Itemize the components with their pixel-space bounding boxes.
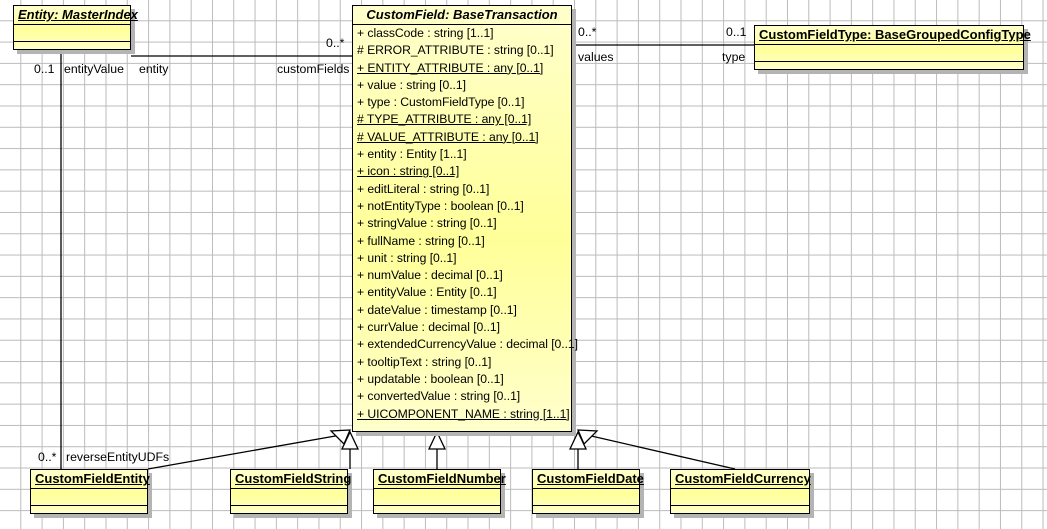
class-attributes-custom-field-string <box>231 489 347 506</box>
generalization-arrow-entity <box>329 429 352 446</box>
attribute-row: + icon : string [0..1] <box>357 164 460 179</box>
class-custom-field-currency[interactable]: CustomFieldCurrency <box>670 469 811 514</box>
generalization-line-currency <box>586 434 736 470</box>
generalization-arrow-string <box>340 430 360 450</box>
label-values-role: values <box>578 50 614 64</box>
attribute-row: + value : string [0..1] <box>357 77 466 92</box>
class-attributes-custom-field-entity <box>31 489 147 506</box>
label-entity-role: entity <box>139 62 169 76</box>
attribute-row: + ENTITY_ATTRIBUTE : any [0..1] <box>357 60 544 75</box>
attribute-row: + entity : Entity [1..1] <box>357 147 467 162</box>
label-custom-fields-role: customFields <box>277 62 350 76</box>
label-custom-fields-multiplicity: 0..* <box>326 36 345 50</box>
attribute-row: + dateValue : timestamp [0..1] <box>357 302 517 317</box>
class-attributes-custom-field-currency <box>671 489 809 506</box>
class-title-custom-field-date: CustomFieldDate <box>533 470 644 489</box>
class-attributes-entity-master-index <box>14 25 130 42</box>
attribute-row: + numValue : decimal [0..1] <box>357 268 503 283</box>
class-attributes-custom-field-date <box>533 489 639 506</box>
class-operations-custom-field-string <box>231 506 347 522</box>
attribute-row: # TYPE_ATTRIBUTE : any [0..1] <box>357 112 532 127</box>
class-operations-custom-field-entity <box>31 506 147 522</box>
class-title-entity-master-index: Entity: MasterIndex <box>14 6 138 25</box>
class-operations-custom-field-date <box>533 506 639 522</box>
label-entity-source-multiplicity: 0..1 <box>34 62 55 76</box>
label-reverse-entity-udfs-role: reverseEntityUDFs <box>66 450 170 464</box>
label-entity-value-role: entityValue <box>64 62 124 76</box>
attribute-row: + type : CustomFieldType [0..1] <box>357 95 525 110</box>
class-title-custom-field-entity: CustomFieldEntity <box>31 470 150 489</box>
attribute-row: + editLiteral : string [0..1] <box>357 181 490 196</box>
class-custom-field-entity[interactable]: CustomFieldEntity <box>30 469 150 514</box>
label-values-multiplicity: 0..* <box>578 25 597 39</box>
generalization-line-entity <box>147 434 342 470</box>
attribute-row: + UICOMPONENT_NAME : string [1..1] <box>357 406 570 421</box>
class-attributes-custom-field: + classCode : string [1..1] # ERROR_ATTR… <box>353 25 578 423</box>
class-custom-field-number[interactable]: CustomFieldNumber <box>373 469 506 514</box>
class-operations-custom-field-type <box>755 62 1023 78</box>
attribute-row: # VALUE_ATTRIBUTE : any [0..1] <box>357 129 539 144</box>
attribute-row: + convertedValue : string [0..1] <box>357 389 521 404</box>
attribute-row: + unit : string [0..1] <box>357 250 457 265</box>
attribute-row: + currValue : decimal [0..1] <box>357 320 500 335</box>
class-title-custom-field-currency: CustomFieldCurrency <box>671 470 811 489</box>
class-operations-custom-field-number <box>374 506 500 522</box>
class-operations-custom-field-currency <box>671 506 809 522</box>
attribute-row: + extendedCurrencyValue : decimal [0..1] <box>357 337 578 352</box>
attribute-row: + tooltipText : string [0..1] <box>357 354 492 369</box>
generalization-arrow-currency <box>576 429 599 446</box>
label-type-role: type <box>722 50 746 64</box>
class-custom-field-date[interactable]: CustomFieldDate <box>532 469 644 514</box>
class-title-custom-field-number: CustomFieldNumber <box>374 470 506 489</box>
class-attributes-custom-field-type <box>755 45 1023 62</box>
attribute-row: + stringValue : string [0..1] <box>357 216 497 231</box>
attribute-row: + notEntityType : boolean [0..1] <box>357 198 524 213</box>
generalization-arrow-date <box>568 430 588 450</box>
attribute-row: + fullName : string [0..1] <box>357 233 485 248</box>
attribute-row: + entityValue : Entity [0..1] <box>357 285 497 300</box>
class-custom-field-string[interactable]: CustomFieldString <box>230 469 351 514</box>
class-attributes-custom-field-number <box>374 489 500 506</box>
label-reverse-entity-udfs-multiplicity: 0..* <box>38 450 57 464</box>
attribute-row: # ERROR_ATTRIBUTE : string [0..1] <box>357 43 554 58</box>
class-custom-field[interactable]: CustomField: BaseTransaction + classCode… <box>352 5 578 432</box>
class-title-custom-field-type: CustomFieldType: BaseGroupedConfigType <box>755 26 1031 45</box>
class-operations-entity-master-index <box>14 42 130 58</box>
class-entity-master-index[interactable]: Entity: MasterIndex <box>13 5 138 50</box>
attribute-row: + updatable : boolean [0..1] <box>357 371 504 386</box>
class-title-custom-field-string: CustomFieldString <box>231 470 351 489</box>
attribute-row: + classCode : string [1..1] <box>357 26 494 40</box>
class-custom-field-type[interactable]: CustomFieldType: BaseGroupedConfigType <box>754 25 1031 70</box>
label-type-multiplicity: 0..1 <box>726 25 747 39</box>
class-title-custom-field: CustomField: BaseTransaction <box>353 6 571 25</box>
generalization-arrow-number <box>427 430 447 450</box>
